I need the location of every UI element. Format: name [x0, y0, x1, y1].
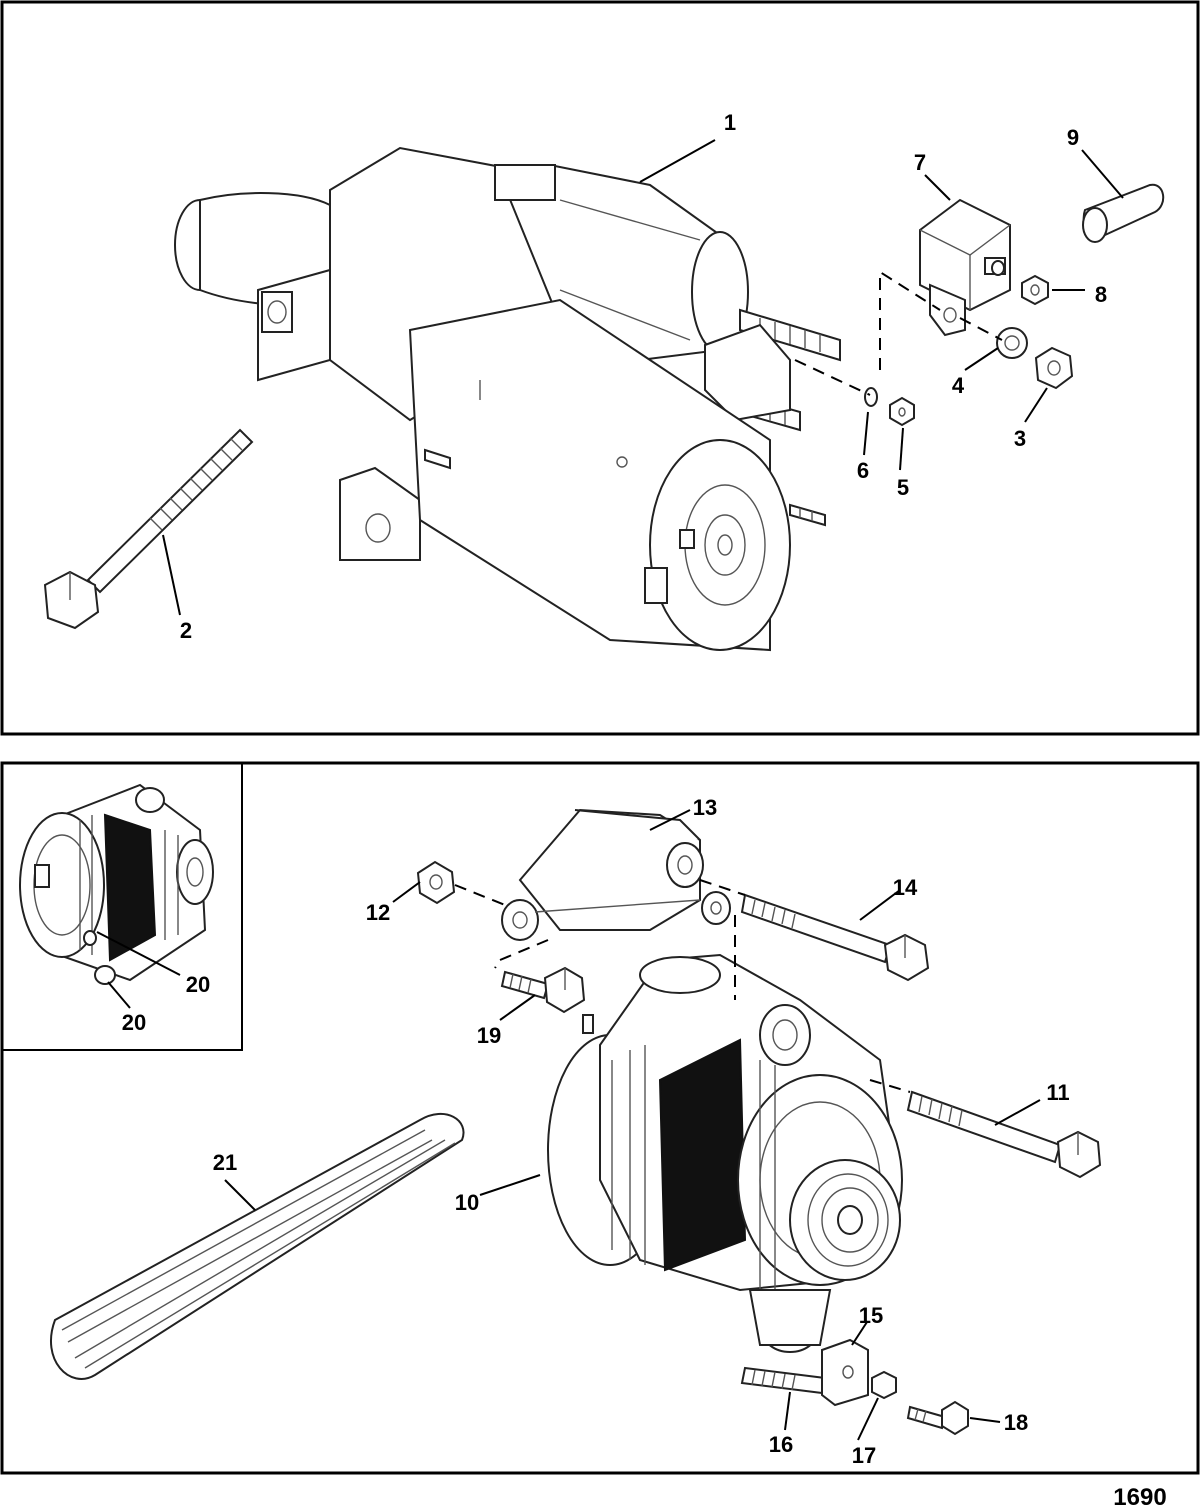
callout-10: 10: [455, 1190, 479, 1215]
bolt-11-illustration: [906, 1090, 1102, 1179]
callout-4: 4: [952, 373, 965, 398]
callout-21: 21: [213, 1150, 237, 1175]
callout-5: 5: [897, 475, 909, 500]
callout-20-lower: 20: [122, 1010, 146, 1035]
alternator-assembly-guides: [454, 879, 911, 1093]
starter-panel-border: [0, 0, 1200, 736]
callout-6: 6: [857, 458, 869, 483]
inset-panel-border: [1, 762, 243, 1051]
alternator-bracket-illustration: [501, 808, 731, 941]
starter-motor-illustration: [174, 146, 841, 652]
callout-16: 16: [769, 1432, 793, 1457]
callout-7: 7: [914, 150, 926, 175]
callout-15: 15: [859, 1303, 883, 1328]
figure-number: 1690: [1113, 1484, 1166, 1511]
callout-14: 14: [893, 875, 918, 900]
small-hardware-illustration: [864, 274, 1074, 427]
alternator-illustration: [547, 953, 903, 1353]
bolt-14-illustration: [740, 893, 930, 982]
circuit-breaker-illustration: [919, 198, 1011, 337]
callout-2: 2: [180, 618, 192, 643]
alternator-panel-border: [0, 761, 1200, 1475]
starter-bolt-illustration: [43, 428, 254, 630]
callout-9: 9: [1067, 125, 1079, 150]
callout-1: 1: [724, 110, 736, 135]
callout-8: 8: [1095, 282, 1107, 307]
callout-19: 19: [477, 1023, 501, 1048]
callout-17: 17: [852, 1443, 876, 1468]
starter-assembly-guides: [794, 270, 1003, 396]
callout-3: 3: [1014, 426, 1026, 451]
callout-13: 13: [693, 795, 717, 820]
callout-20-upper: 20: [186, 972, 210, 997]
inset-leader-lines: [96, 931, 181, 1009]
callout-11: 11: [1046, 1080, 1069, 1105]
drive-belt-illustration: [49, 1113, 465, 1380]
inset-alternator-illustration: [19, 783, 214, 985]
callout-12: 12: [366, 900, 390, 925]
callout-labels: 1 2 3 4 5 6 7 8 9 10 11 12 13 14 15 16 1…: [122, 110, 1107, 1468]
callout-18: 18: [1004, 1410, 1028, 1435]
starter-leader-lines: [162, 139, 1124, 616]
brace-hardware-illustration: [740, 1338, 969, 1436]
alternator-leader-lines: [224, 809, 1041, 1441]
bolt-19-illustration: [500, 966, 586, 1014]
terminal-boot-illustration: [1082, 183, 1165, 243]
nut-12-illustration: [416, 860, 456, 905]
